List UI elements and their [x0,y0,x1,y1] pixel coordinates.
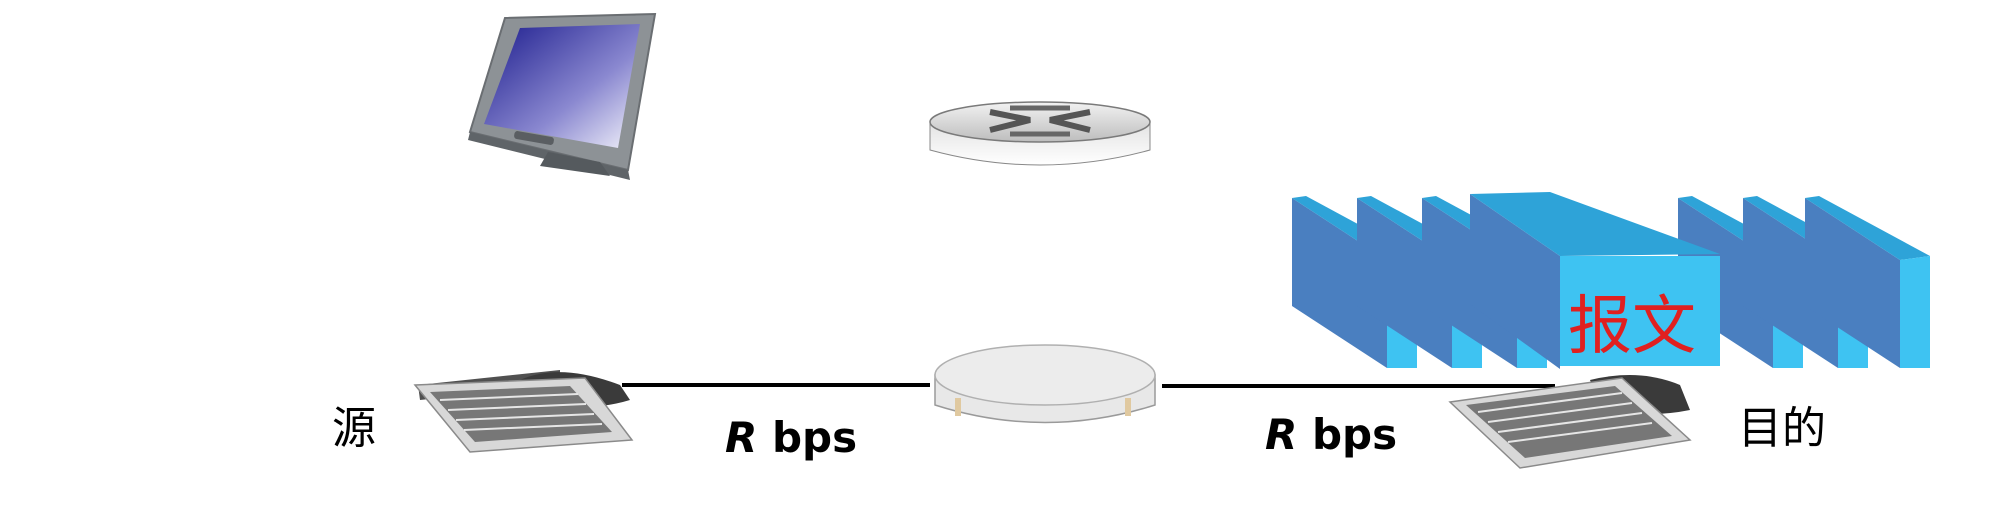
rate-unit: bps [771,413,858,462]
destination-keyboard-icon [1448,375,1692,469]
packet-6 [1805,196,1930,368]
destination-label: 目的 [1738,403,1826,454]
message-packet [1470,192,1720,369]
rate-symbol: R [1265,410,1298,459]
source-label: 源 [332,403,376,454]
rate-symbol: R [725,413,758,462]
packet-group [1292,192,1930,369]
rate-unit: bps [1311,410,1398,459]
message-label: 报文 [1568,290,1696,364]
middle-router-icon [934,344,1156,424]
source-keyboard-icon [413,370,634,453]
monitor-icon [468,12,657,180]
link-rate-label-1: R bps [725,413,857,462]
router-icon [929,101,1151,166]
link-rate-label-2: R bps [1265,410,1397,459]
